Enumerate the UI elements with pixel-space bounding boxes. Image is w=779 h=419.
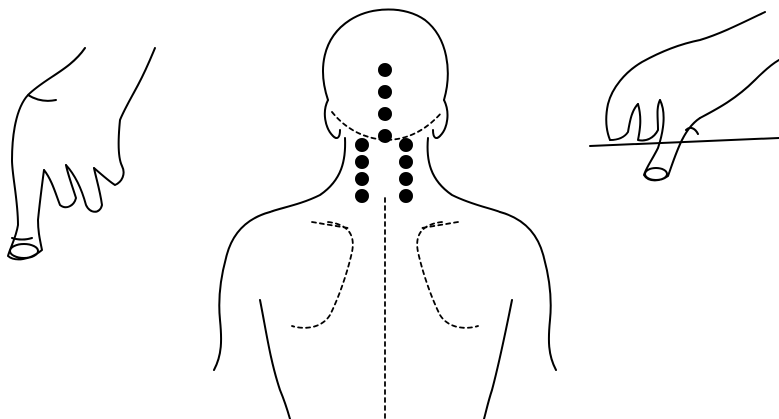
left-neck-point-1 (355, 138, 369, 152)
midline-point-4 (378, 129, 392, 143)
left-shoulder-outline (214, 212, 270, 370)
right-neck-point-2 (399, 155, 413, 169)
left-scapula-dashed (292, 222, 353, 328)
left-neck-point-4 (355, 189, 369, 203)
right-scapula-dashed (417, 222, 478, 328)
right-shoulder-outline (500, 212, 556, 370)
back-figure (214, 10, 556, 419)
right-ear-outline (433, 100, 447, 138)
left-neck-point-3 (355, 172, 369, 186)
right-neck-point-3 (399, 172, 413, 186)
left-hand-icon (8, 48, 155, 259)
right-neck-point-1 (399, 138, 413, 152)
acupressure-points (355, 63, 413, 203)
midline-point-1 (378, 63, 392, 77)
midline-point-2 (378, 85, 392, 99)
midline-point-3 (378, 107, 392, 121)
left-neck-point-2 (355, 155, 369, 169)
right-torso-outline (484, 300, 512, 419)
neck-left-outline (270, 138, 345, 212)
neck-right-outline (428, 138, 500, 212)
right-hand-icon (590, 12, 779, 180)
left-torso-outline (260, 300, 290, 419)
right-neck-point-4 (399, 189, 413, 203)
